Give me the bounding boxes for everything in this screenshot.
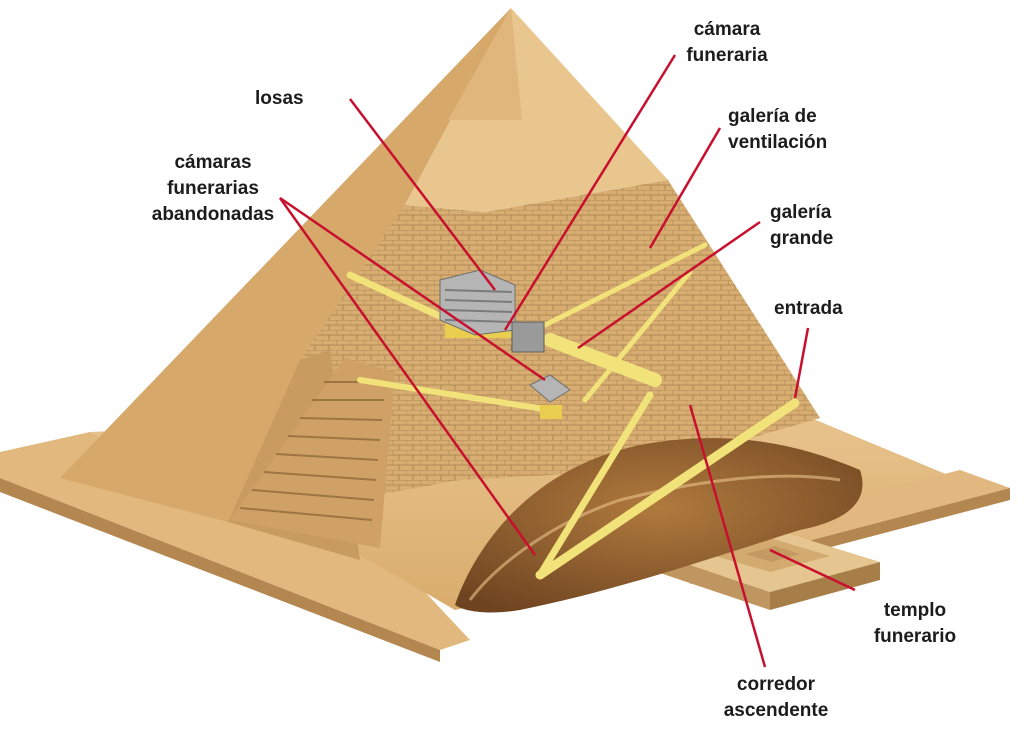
label-camaras-funerarias-abandonadas: cámaras funerarias abandonadas [151,152,275,225]
chamber-slabs [439,269,571,403]
staircase [230,358,395,548]
label-corredor-ascendente: corredor ascendente [723,674,829,721]
label-galeria-grande: galería grande [770,202,834,249]
label-templo-funerario: templo funerario [873,600,957,647]
leader-lines [278,54,856,668]
pyramid-left-face [60,8,511,522]
label-losas: losas [255,88,304,109]
label-entrada: entrada [774,298,843,319]
passages [346,242,800,580]
pyramid-capstone [405,8,668,212]
label-camara-funeraria: cámara funeraria [686,19,768,66]
label-galeria-ventilacion: galería de ventilación [728,106,828,153]
